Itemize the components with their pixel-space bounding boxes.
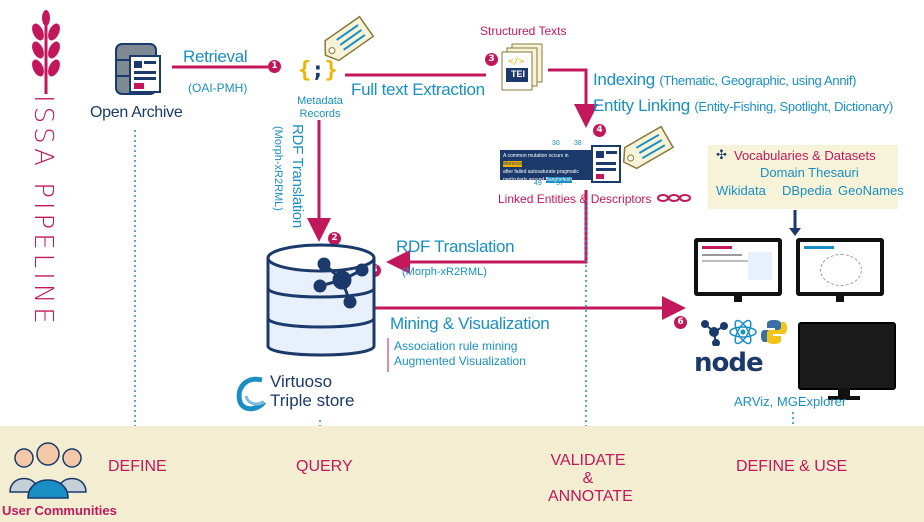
fulltext-extraction-label: Full text Extraction [351,80,485,99]
indexing-title: Indexing [593,70,655,89]
indexing-arrow [548,68,598,128]
user-communities-icon [9,442,87,499]
step-4-badge: 4 [593,124,606,137]
virtuoso-label: Virtuoso Triple store [270,372,354,410]
react-icon [729,319,757,345]
retrieval-label: Retrieval [183,47,248,66]
annot-num-38: 38 [574,140,582,147]
metadata-braces-icon: {;} [298,58,338,83]
vocab-wikidata: Wikidata [716,183,766,198]
annotated-text-snippet: A common mutation occurs in Morocco afte… [500,150,592,183]
rdf-translation-label: RDF Translation [396,237,515,256]
python-icon [761,320,787,344]
annot-entity-2: Bangladesh [545,177,572,183]
issa-wheat-logo [32,10,60,94]
phase-define-use: DEFINE & USE [736,458,848,475]
open-archive-icon [115,43,161,95]
virtuoso-logo-icon [236,376,266,412]
descriptor-tag-icon [622,125,675,170]
vocab-graph-icon: ✣ [716,147,727,162]
annot-num-49: 49 [534,180,542,187]
step-6-badge: 6 [674,316,687,329]
annot-line3: particularly around [503,177,545,183]
metadata-label-line2: Records [299,108,341,120]
entity-linking-detail: (Entity-Fishing, Spotlight, Dictionary) [694,99,893,114]
step-3-badge: 3 [485,53,498,66]
metadata-label-line1: Metadata [297,95,343,107]
annot-num-30: 30 [552,140,560,147]
annot-line2: after failed autosaturate pragmatic [503,169,579,175]
phase-validate-line2: ANNOTATE [548,488,633,505]
step-2-badge: 2 [328,232,341,245]
screen-2 [796,238,884,296]
structured-texts-icon: </> [501,43,543,91]
screen-3 [798,322,896,390]
rdf-graph-icon [701,320,728,346]
vocab-dbpedia: DBpedia [782,183,832,198]
phase-validate-line1: VALIDATE & [550,452,626,487]
step-1-badge: 1 [268,60,281,73]
indexing-label: Indexing (Thematic, Geographic, using An… [593,70,857,90]
open-archive-label: Open Archive [90,104,183,121]
structured-texts-label: Structured Texts [480,24,567,38]
entity-linking-label: Entity Linking (Entity-Fishing, Spotligh… [593,96,893,116]
rdf-translation-vertical-label: RDF Translation [289,124,306,228]
oai-pmh-label: (OAI-PMH) [188,81,248,95]
vocab-domain-thesauri: Domain Thesauri [760,165,859,180]
morph-vertical-label: (Morph-xR2RML) [272,126,284,211]
annot-num-57: 57 [556,180,564,187]
phase-define: DEFINE [108,458,167,475]
indexing-detail: (Thematic, Geographic, using Annif) [659,73,857,88]
svg-text:</>: </> [508,57,525,67]
annot-entity-1: Morocco [503,161,523,167]
tei-label: TEI [510,69,525,79]
annot-line1: A common mutation occurs in [503,153,569,159]
arviz-label: ARViz, MGExplorer [734,394,847,409]
virtuoso-line2: Triple store [270,391,355,410]
user-communities-label: User Communities [2,503,117,518]
morph-label: (Morph-xR2RML) [402,266,487,278]
tag-icon [324,15,375,62]
document-icon [591,145,621,183]
augmented-visualization-label: Augmented Visualization [394,354,526,368]
triple-store-database-icon [266,243,376,357]
mining-visualization-label: Mining & Visualization [390,314,550,333]
pipeline-title: ISSA PIPELINE [28,95,58,328]
entity-linking-title: Entity Linking [593,96,690,115]
virtuoso-line1: Virtuoso [270,372,333,391]
phase-query: QUERY [296,458,353,475]
screen-1 [694,238,782,296]
vocabularies-box: ✣ Vocabularies & Datasets Domain Thesaur… [708,145,904,209]
metadata-records-label: Metadata Records [292,95,348,121]
phase-validate-annotate: VALIDATE & ANNOTATE [548,452,633,506]
phases-band [0,426,924,522]
vocab-title: Vocabularies & Datasets [734,148,876,163]
chain-icon [657,194,691,202]
vocab-geonames: GeoNames [838,183,904,198]
linked-entities-label: Linked Entities & Descriptors [498,192,652,206]
node-logo: node [694,348,764,378]
association-rule-label: Association rule mining [394,339,518,353]
